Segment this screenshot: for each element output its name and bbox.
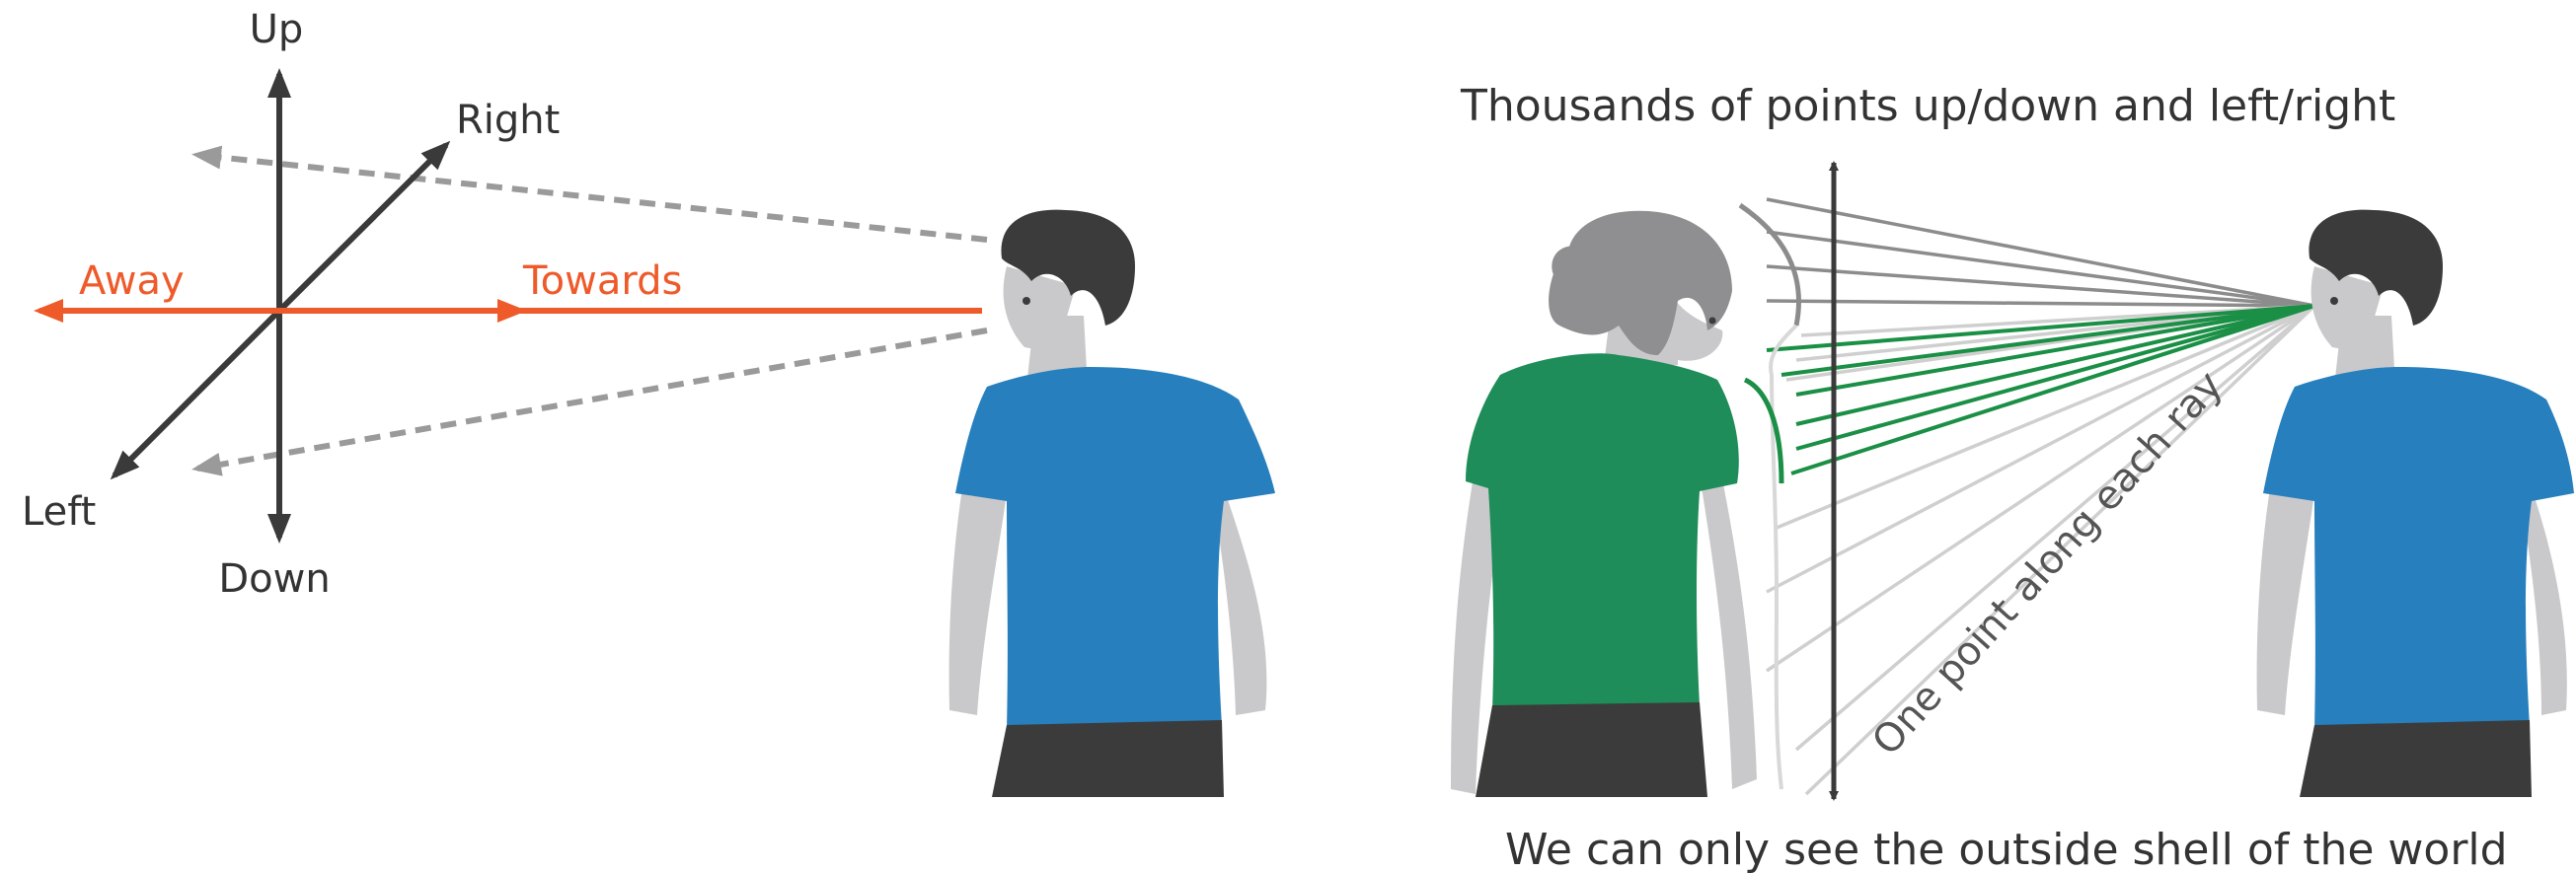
person-woman [1451, 211, 1757, 797]
label-right: Right [456, 98, 560, 143]
woman-pants [1476, 702, 1707, 797]
person-observer-left [949, 210, 1275, 797]
shell-outline-green [1745, 380, 1781, 483]
label-left: Left [22, 489, 96, 535]
right-man-arm-left [2257, 488, 2314, 715]
person-observer-right [2257, 210, 2574, 797]
right-panel: Thousands of points up/down and left/rig… [1451, 81, 2574, 873]
left-axis-arrow [114, 311, 279, 475]
label-down: Down [218, 556, 330, 602]
bottom-caption: We can only see the outside shell of the… [1505, 825, 2508, 873]
woman-eye [1709, 318, 1716, 325]
shell-outline-light [1771, 326, 1796, 789]
right-man-shirt [2263, 367, 2574, 730]
pants [992, 720, 1224, 797]
woman-arm-right [1698, 454, 1757, 789]
top-caption: Thousands of points up/down and left/rig… [1460, 81, 2395, 131]
right-man-pants [2300, 720, 2532, 797]
rays-gray [1767, 199, 2314, 306]
dashed-line-top [197, 155, 987, 240]
left-arm [949, 488, 1007, 715]
left-axes-diagram: Up Down Left Right Away Towards [22, 7, 987, 602]
label-up: Up [250, 7, 304, 52]
green-shirt [1466, 353, 1739, 710]
eye [1023, 297, 1030, 305]
dashed-line-bottom [197, 330, 987, 469]
label-towards: Towards [522, 258, 682, 304]
label-away: Away [79, 258, 185, 304]
ray-caption: One point along each ray [1863, 363, 2232, 764]
right-man-eye [2330, 297, 2338, 305]
